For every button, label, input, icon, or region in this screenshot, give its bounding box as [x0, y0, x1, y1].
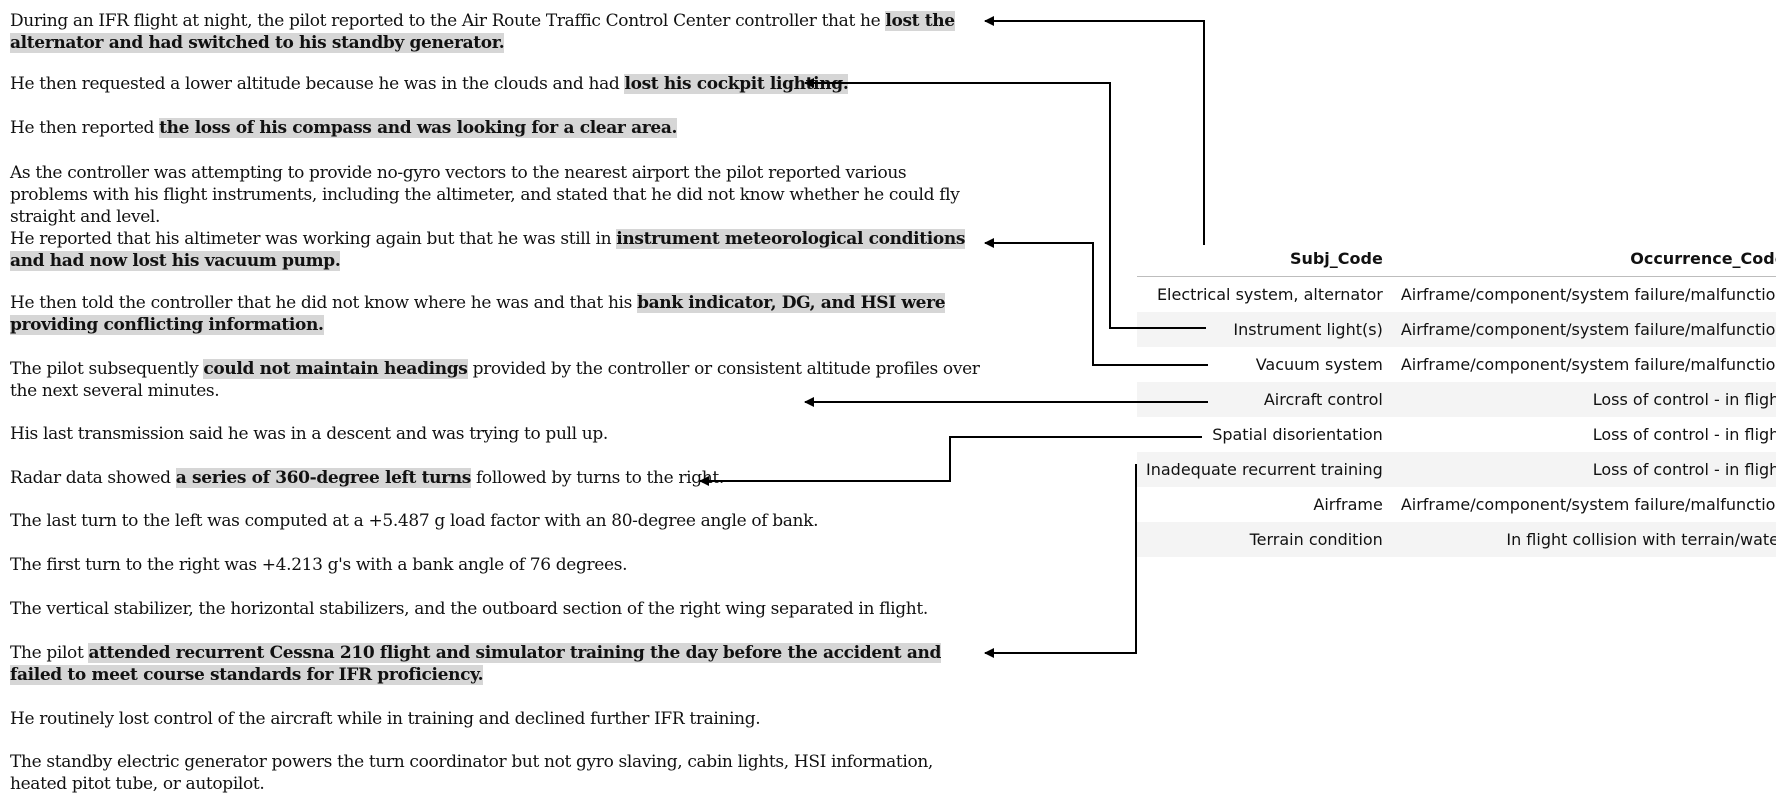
narrative-paragraph: During an IFR flight at night, the pilot… [10, 10, 980, 54]
occurrence-code-cell: Loss of control - in flight [1592, 425, 1776, 444]
occurrence-code-cell: Loss of control - in flight [1391, 452, 1776, 487]
header-subj-code: Subj_Code [1137, 240, 1392, 277]
subj-code-cell: Airframe [1313, 495, 1383, 514]
narrative-paragraph: He then reported the loss of his compass… [10, 117, 980, 139]
narrative-paragraph: The pilot subsequently could not maintai… [10, 358, 980, 402]
sentence-text: The pilot subsequently [10, 359, 204, 379]
subj-code-cell: Spatial disorientation [1212, 425, 1383, 444]
sentence-text: He then requested a lower altitude becau… [10, 74, 625, 94]
narrative-paragraph: He then told the controller that he did … [10, 292, 980, 336]
table-row: Instrument light(s) Airframe/component/s… [1137, 312, 1776, 347]
narrative-paragraph: The vertical stabilizer, the horizontal … [10, 598, 980, 620]
highlighted-phrase: could not maintain headings [203, 359, 468, 379]
header-occurrence-code: Occurrence_Code [1391, 240, 1776, 277]
connector-alternator [984, 16, 1205, 245]
sentence-text: The standby electric generator powers th… [10, 752, 933, 794]
narrative-paragraph: Radar data showed a series of 360-degree… [10, 467, 980, 489]
occurrence-code-cell: Airframe/component/system failure/malfun… [1400, 355, 1776, 374]
occurrence-code-cell: Airframe/component/system failure/malfun… [1400, 285, 1776, 304]
connector-instrument-lights [804, 78, 1206, 329]
sentence-text: The vertical stabilizer, the horizontal … [10, 599, 928, 619]
occurrence-code-cell: Airframe/component/system failure/malfun… [1391, 312, 1776, 347]
sentence-text: The first turn to the right was +4.213 g… [10, 555, 628, 575]
subj-code-cell: Terrain condition [1137, 522, 1392, 557]
connector-vacuum-system [984, 238, 1208, 366]
sentence-text: He then told the controller that he did … [10, 293, 638, 313]
narrative-paragraph: The standby electric generator powers th… [10, 751, 980, 795]
sentence-text: As the controller was attempting to prov… [10, 163, 960, 227]
subj-code-cell: Electrical system, alternator [1156, 285, 1383, 304]
occurrence-code-cell: Loss of control - in flight [1391, 382, 1776, 417]
table-row: Terrain condition In flight collision wi… [1137, 522, 1776, 557]
table-row: Airframe Airframe/component/system failu… [1137, 487, 1776, 522]
sentence-text: Radar data showed [10, 468, 176, 488]
sentence-text: followed by turns to the right. [470, 468, 724, 488]
occurrence-code-cell: In flight collision with terrain/water [1391, 522, 1776, 557]
table-header-row: Subj_Code Occurrence_Code [1137, 240, 1776, 277]
occurrence-code-cell: Airframe/component/system failure/malfun… [1400, 495, 1776, 514]
narrative-paragraph: As the controller was attempting to prov… [10, 162, 980, 228]
sentence-text: The pilot [10, 643, 89, 663]
connector-recurrent-training [984, 464, 1137, 658]
subj-code-cell: Inadequate recurrent training [1137, 452, 1392, 487]
narrative-paragraph: The last turn to the left was computed a… [10, 510, 980, 532]
connector-spatial-disorientation [699, 436, 1202, 486]
sentence-text: He routinely lost control of the aircraf… [10, 709, 761, 729]
sentence-text: During an IFR flight at night, the pilot… [10, 11, 886, 31]
highlighted-phrase: a series of 360-degree left turns [175, 468, 471, 488]
highlighted-phrase: the loss of his compass and was looking … [159, 118, 678, 138]
sentence-text: His last transmission said he was in a d… [10, 424, 608, 444]
subj-code-cell: Vacuum system [1255, 355, 1383, 374]
narrative-paragraph: His last transmission said he was in a d… [10, 423, 980, 445]
table-row: Aircraft control Loss of control - in fl… [1137, 382, 1776, 417]
narrative-paragraph: He reported that his altimeter was worki… [10, 228, 980, 272]
sentence-text: The last turn to the left was computed a… [10, 511, 819, 531]
table-row: Inadequate recurrent training Loss of co… [1137, 452, 1776, 487]
subj-code-cell: Instrument light(s) [1137, 312, 1392, 347]
sentence-text: provided by the controller or consistent… [10, 359, 980, 401]
highlighted-phrase: lost his cockpit lighting. [624, 74, 849, 94]
table-row: Spatial disorientation Loss of control -… [1137, 417, 1776, 452]
sentence-text: He reported that his altimeter was worki… [10, 229, 617, 249]
codes-table: Subj_Code Occurrence_Code Electrical sys… [1137, 240, 1776, 557]
narrative-paragraph: He routinely lost control of the aircraf… [10, 708, 980, 730]
narrative-paragraph: The pilot attended recurrent Cessna 210 … [10, 642, 980, 686]
narrative-paragraph: The first turn to the right was +4.213 g… [10, 554, 980, 576]
subj-code-cell: Aircraft control [1137, 382, 1392, 417]
sentence-text: He then reported [10, 118, 160, 138]
narrative-paragraph: He then requested a lower altitude becau… [10, 73, 980, 95]
table-row: Electrical system, alternator Airframe/c… [1137, 277, 1776, 313]
table-row: Vacuum system Airframe/component/system … [1137, 347, 1776, 382]
